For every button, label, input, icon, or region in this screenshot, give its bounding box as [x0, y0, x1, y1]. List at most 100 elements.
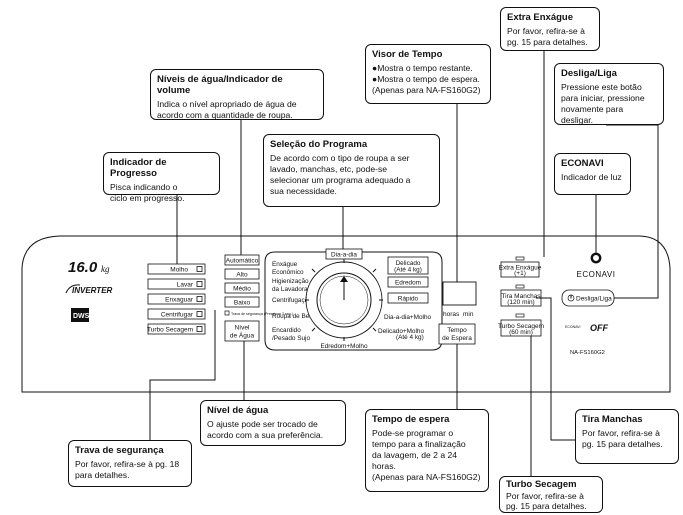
- callout-body: Por favor, refira-se à pg. 18 para detal…: [75, 459, 180, 480]
- svg-text:Desliga/Liga: Desliga/Liga: [576, 296, 612, 303]
- econavi-small-logo: ECONAVI: [565, 325, 581, 329]
- callout-title: Turbo Secagem: [506, 479, 577, 490]
- dial-pointer-icon: [340, 276, 348, 282]
- econavi-light-icon: [590, 252, 602, 264]
- svg-text:(60 min): (60 min): [509, 329, 533, 336]
- progress-led: [196, 326, 203, 332]
- callout-body: De acordo com o tipo de roupa a ser lava…: [270, 153, 411, 196]
- progress-label-centrifugar: Centrifugar: [161, 312, 194, 319]
- econavi-brand: ECONAVI: [577, 270, 616, 279]
- progress-label-enxaguar: Enxaguar: [165, 297, 194, 304]
- callout-body: Pisca indicando o ciclo em progresso.: [110, 182, 185, 203]
- program-roupa-bebe: Roupa de Bebê: [272, 313, 317, 320]
- svg-text:(120 min): (120 min): [507, 299, 534, 306]
- callout-title: Desliga/Liga: [561, 68, 617, 79]
- nivel-agua-button[interactable]: [224, 320, 260, 342]
- time-display-hours: horas: [443, 311, 460, 318]
- svg-text:Médio: Médio: [233, 286, 251, 293]
- leader-lines: [149, 51, 659, 476]
- callout-title: Trava de segurança: [75, 445, 164, 456]
- callout-tira-manchas: Tira Manchas Por favor, refira-se à pg. …: [575, 409, 679, 464]
- program-dial[interactable]: [305, 259, 383, 341]
- program-dia-a-dia-molho: Dia-a-dia+Molho: [384, 314, 432, 321]
- svg-text:de Água: de Água: [230, 331, 255, 340]
- callout-title: Tempo de espera: [372, 414, 450, 425]
- progress-led: [196, 296, 203, 302]
- svg-text:Dia-a-dia: Dia-a-dia: [331, 252, 357, 259]
- model-number: NA-FS160G2: [570, 350, 605, 356]
- turbo-secagem-indicator: [515, 313, 525, 318]
- inverter-logo: INVERTER: [72, 286, 113, 295]
- callout-title: Extra Enxágue: [507, 12, 573, 23]
- callout-title: Nível de água: [207, 405, 269, 416]
- program-delicado-molho: Delicado+Molho: [378, 328, 424, 335]
- svg-text:de Espera: de Espera: [442, 335, 472, 342]
- program-higienizacao: Higienização: [272, 278, 309, 285]
- water-level-automatico[interactable]: [224, 254, 260, 266]
- svg-text:Nível: Nível: [235, 325, 250, 332]
- callout-title: Visor de Tempo: [372, 49, 443, 60]
- svg-text:(Até 4 kg): (Até 4 kg): [394, 267, 422, 274]
- progress-button-centrifugar[interactable]: [147, 308, 206, 320]
- callout-title: ECONAVI: [561, 158, 604, 169]
- svg-text:Econômico: Econômico: [272, 269, 304, 276]
- svg-text:Tempo: Tempo: [447, 327, 467, 334]
- callout-turbo-secagem: Turbo Secagem Por favor, refira-se à pg.…: [499, 476, 603, 513]
- extra-enxague-button[interactable]: [500, 261, 540, 278]
- dws-logo-box: [71, 308, 89, 322]
- svg-text:Delicado: Delicado: [396, 260, 421, 267]
- callout-selecao-programa: Seleção do Programa De acordo com o tipo…: [263, 134, 440, 207]
- svg-text:(+1): (+1): [514, 270, 526, 277]
- turbo-off-logo: OFF: [590, 323, 608, 333]
- tira-manchas-indicator: [515, 284, 525, 289]
- child-lock-label: Trava de segurança (Pressione 3 seg.): [231, 312, 293, 316]
- progress-button-enxaguar[interactable]: [147, 293, 206, 305]
- progress-label-lavar: Lavar: [177, 282, 194, 289]
- water-level-alto[interactable]: [224, 268, 260, 280]
- svg-text:Alto: Alto: [236, 272, 248, 279]
- control-panel-outline: [21, 235, 671, 393]
- program-rapido: [387, 292, 429, 304]
- callout-body: Indicador de luz: [561, 172, 622, 182]
- water-level-baixo[interactable]: [224, 296, 260, 308]
- callout-title: Níveis de água/Indicador de volume: [157, 74, 283, 96]
- time-display: [442, 281, 477, 306]
- svg-text:/Pesado Sujo: /Pesado Sujo: [272, 335, 310, 342]
- callout-body: Por favor, refira-se à pg. 15 para detal…: [507, 26, 588, 47]
- callout-title: Indicador de Progresso: [110, 157, 167, 179]
- callout-title: Tira Manchas: [582, 414, 643, 425]
- callout-body: O ajuste pode ser trocado de acordo com …: [207, 419, 324, 440]
- callout-body: Indica o nível apropriado de água de aco…: [157, 99, 297, 120]
- dws-logo: DWS: [73, 313, 90, 320]
- progress-button-turbo-secagem[interactable]: [147, 323, 206, 335]
- water-level-medio[interactable]: [224, 282, 260, 294]
- callout-niveis-agua: Níveis de água/Indicador de volume Indic…: [150, 69, 324, 120]
- svg-text:da Lavadora: da Lavadora: [272, 286, 308, 293]
- program-edredom: [387, 276, 429, 288]
- progress-button-lavar[interactable]: [147, 278, 206, 290]
- callout-trava-seguranca: Trava de segurança Por favor, refira-se …: [68, 440, 192, 487]
- time-display-min: min: [463, 311, 474, 318]
- capacity-unit: kg: [101, 264, 110, 274]
- inverter-swoosh-icon: [65, 284, 81, 294]
- progress-buttons: Molho Lavar Enxaguar Centrifugar Turbo S…: [147, 263, 206, 335]
- callout-body: Pressione este botão para iniciar, press…: [561, 82, 645, 125]
- callout-nivel-agua: Nível de água O ajuste pode ser trocado …: [200, 400, 346, 446]
- turbo-secagem-button[interactable]: [500, 319, 542, 337]
- svg-text:Automático: Automático: [226, 258, 259, 265]
- progress-label-molho: Molho: [170, 267, 188, 274]
- svg-text:Rápido: Rápido: [398, 296, 419, 303]
- progress-led: [196, 266, 203, 272]
- callout-tempo-espera: Tempo de espera Pode-se programar o temp…: [365, 409, 489, 492]
- svg-text:Extra Enxágue: Extra Enxágue: [499, 265, 542, 272]
- progress-label-turbo-secagem: Turbo Secagem: [147, 327, 193, 334]
- callout-visor-tempo: Visor de Tempo ●Mostra o tempo restante.…: [365, 44, 491, 104]
- callout-body: Por favor, refira-se à pg. 15 para detal…: [582, 428, 663, 449]
- callout-econavi: ECONAVI Indicador de luz: [554, 153, 631, 195]
- svg-text:Tira Manchas: Tira Manchas: [501, 293, 541, 300]
- callout-body: Pode-se programar o tempo para a finaliz…: [372, 428, 481, 482]
- program-delicado: [387, 256, 429, 275]
- callout-body: Por favor, refira-se à pg. 15 para detal…: [506, 491, 587, 511]
